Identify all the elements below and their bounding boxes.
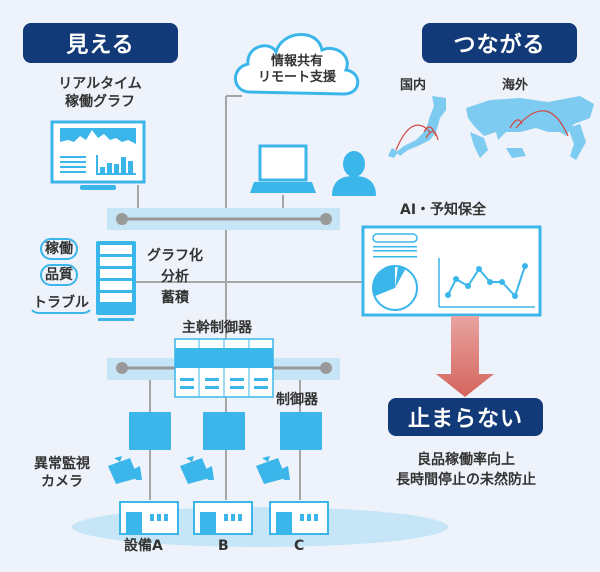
benefits-label: 良品稼働率向上 長時間停止の未然防止 [376, 450, 556, 490]
realtime-graph-line2: 稼働グラフ [65, 93, 135, 110]
realtime-graph-label: リアルタイム 稼働グラフ [50, 76, 150, 111]
action-graph: グラフ化 [147, 248, 203, 264]
camera-line2: カメラ [41, 473, 83, 490]
map-domestic-label: 国内 [400, 78, 427, 93]
cloud-line2: リモート支援 [257, 70, 336, 86]
bus-node [320, 213, 332, 225]
action-analyze: 分析 [161, 269, 189, 285]
tag-quality: 品質 [40, 264, 78, 286]
camera-icons [108, 456, 290, 484]
cloud-label: 情報共有 リモート支援 [252, 54, 342, 87]
bus-node [116, 213, 128, 225]
section-nonstop-badge: 止まらない [388, 398, 543, 436]
connection-arcs [395, 110, 569, 151]
main-controller-icon [174, 338, 274, 398]
user-icon [332, 151, 376, 196]
section-see-badge: 見える [23, 23, 178, 63]
equipment-c-label: C [294, 538, 305, 554]
equipment-icons [119, 501, 329, 535]
bus-node [116, 362, 128, 374]
laptop-icon [250, 144, 316, 193]
ai-dashboard-icon [361, 225, 542, 317]
section-connect-badge: つながる [422, 23, 577, 63]
server-rack-icon [96, 241, 136, 321]
realtime-monitor-icon [50, 120, 146, 190]
benefit-line1: 良品稼働率向上 [417, 452, 515, 468]
controller-icons [129, 412, 322, 450]
tag-trouble: トラブル [28, 292, 94, 314]
world-map-icon [388, 96, 594, 160]
controller-label: 制御器 [276, 392, 318, 408]
down-arrow-icon [436, 316, 494, 397]
equipment-a-label: 設備A [124, 538, 163, 554]
controller-icon-b [203, 412, 245, 450]
controller-icon-a [129, 412, 171, 450]
realtime-graph-line1: リアルタイム [58, 76, 142, 92]
controller-icon-c [280, 412, 322, 450]
ai-title: AI・予知保全 [400, 202, 487, 218]
cloud-line1: 情報共有 [270, 54, 323, 69]
action-store: 蓄積 [161, 290, 189, 306]
server-actions-label: グラフ化 分析 蓄積 [140, 246, 210, 309]
map-overseas-label: 海外 [502, 78, 529, 93]
equipment-b-label: B [218, 538, 229, 554]
cloud-icon [234, 33, 360, 96]
main-controller-label: 主幹制御器 [182, 320, 252, 336]
bus-node [320, 362, 332, 374]
camera-label: 異常監視 カメラ [24, 456, 100, 491]
camera-line1: 異常監視 [34, 456, 90, 472]
benefit-line2: 長時間停止の未然防止 [396, 472, 536, 488]
tag-operation: 稼働 [40, 238, 78, 260]
